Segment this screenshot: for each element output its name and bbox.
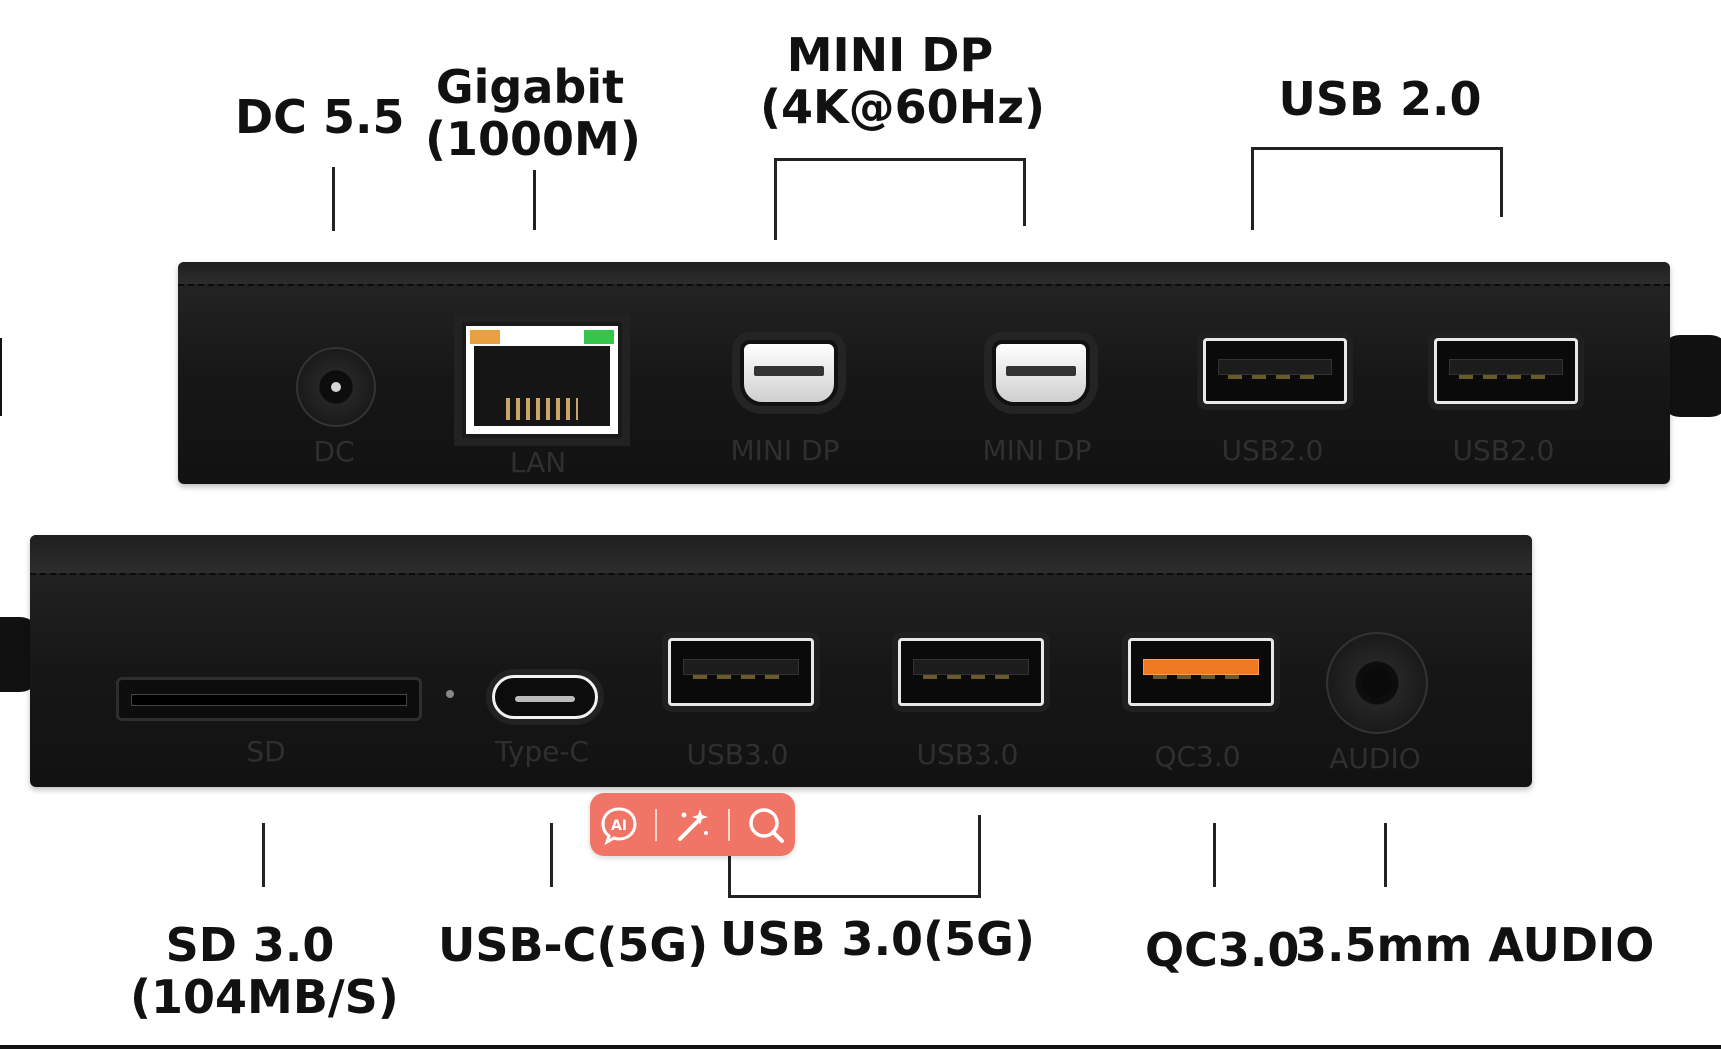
sd-card-slot	[116, 677, 422, 721]
leader-usb3-bar	[728, 895, 981, 898]
usb3-1-label: USB3.0	[686, 738, 789, 771]
dock-rear-panel	[178, 262, 1670, 484]
leader-audio	[1384, 823, 1387, 887]
callout-dc: DC 5.5	[235, 90, 405, 144]
minidp-port-1	[740, 340, 838, 406]
callout-lan: Gigabit (1000M)	[425, 60, 641, 166]
usb3-port-1	[668, 638, 814, 706]
callout-sd: SD 3.0 (104MB/S)	[130, 918, 399, 1024]
lan-led-amber	[470, 330, 500, 344]
minidp-2-label: MINI DP	[982, 434, 1092, 467]
leader-usb2-bar	[1251, 147, 1503, 150]
callout-minidp: MINI DP (4K@60Hz)	[760, 28, 1045, 134]
leader-usb3-left	[728, 815, 731, 897]
leader-minidp-bar	[774, 158, 1026, 161]
qc-port-label: QC3.0	[1154, 740, 1241, 773]
usb2-port-1	[1203, 338, 1347, 404]
callout-qc: QC3.0	[1145, 923, 1300, 977]
status-led	[446, 690, 454, 698]
lan-led-green	[584, 330, 614, 344]
callout-audio: 3.5mm AUDIO	[1295, 918, 1655, 972]
leader-usb3-right	[978, 815, 981, 897]
ai-assistant-button[interactable]: AI	[596, 802, 642, 848]
ai-assistant-icon: AI	[601, 806, 637, 845]
typec-port-label: Type-C	[495, 735, 589, 768]
magic-wand-button[interactable]	[669, 802, 715, 848]
callout-usb3: USB 3.0(5G)	[720, 912, 1035, 966]
usb3-port-2	[898, 638, 1044, 706]
dc-port-label: DC	[313, 435, 355, 468]
usb2-port-2	[1434, 338, 1578, 404]
leader-minidp-left	[774, 158, 777, 240]
leader-usbc	[550, 823, 553, 887]
qc3-port	[1128, 638, 1274, 706]
search-icon	[748, 807, 784, 843]
search-button[interactable]	[743, 802, 789, 848]
toolbar-separator	[728, 808, 731, 841]
leader-sd	[262, 823, 265, 887]
top-cable	[1660, 335, 1721, 417]
svg-text:AI: AI	[611, 818, 627, 834]
callout-usb2: USB 2.0	[1278, 72, 1482, 126]
leader-dc	[332, 167, 335, 231]
audio-jack-port	[1326, 632, 1428, 734]
image-action-toolbar: AI	[590, 793, 795, 856]
toolbar-separator	[654, 808, 657, 841]
usb2-2-label: USB2.0	[1452, 434, 1555, 467]
minidp-1-label: MINI DP	[730, 434, 840, 467]
sd-port-label: SD	[246, 735, 286, 768]
lan-port-label: LAN	[509, 446, 567, 479]
leader-usb2-left	[1251, 147, 1254, 230]
leader-minidp-right	[1023, 158, 1026, 226]
left-edge-strip	[0, 338, 2, 416]
leader-lan	[533, 170, 536, 230]
usb2-1-label: USB2.0	[1221, 434, 1324, 467]
minidp-port-2	[992, 340, 1090, 406]
bottom-border	[0, 1045, 1721, 1049]
magic-wand-icon	[678, 808, 709, 841]
lan-port	[462, 322, 622, 438]
leader-usb2-right	[1500, 147, 1503, 217]
usb-c-port	[492, 675, 598, 719]
leader-qc	[1213, 823, 1216, 887]
callout-usbc: USB-C(5G)	[438, 918, 709, 972]
audio-port-label: AUDIO	[1329, 742, 1421, 775]
dc-jack-port	[296, 347, 376, 427]
usb3-2-label: USB3.0	[916, 738, 1019, 771]
